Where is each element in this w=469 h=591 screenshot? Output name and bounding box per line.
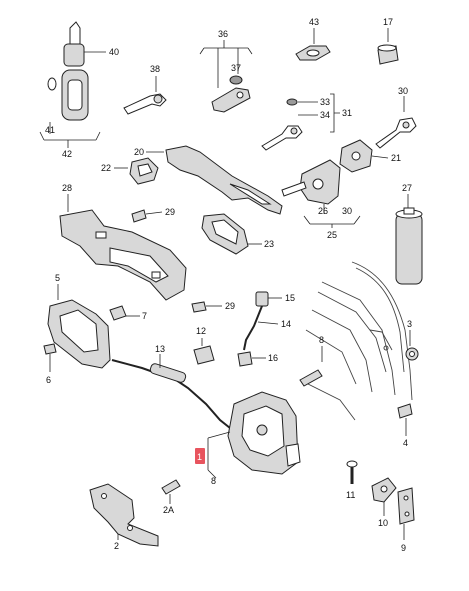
callout-17: 17	[383, 17, 393, 27]
callout-40: 40	[109, 47, 119, 57]
callout-7: 7	[142, 311, 147, 321]
screw-part-29-upper	[131, 209, 163, 223]
callout-22: 22	[101, 163, 111, 173]
spray-can-part-27	[395, 194, 423, 285]
bracket-part-2	[89, 483, 159, 547]
callout-25: 25	[327, 230, 337, 240]
bolt-part-11	[346, 460, 358, 484]
rod-assembly-parts-14-15-16	[237, 291, 282, 367]
key-fob-part-40	[63, 21, 106, 67]
inner-handle-part-5	[47, 284, 111, 369]
callout-3: 3	[407, 319, 412, 329]
callout-2: 2	[114, 541, 119, 551]
callout-36: 36	[218, 29, 228, 39]
callout-15: 15	[285, 293, 295, 303]
callout-34: 34	[320, 110, 330, 120]
handle-bezel-part-23	[201, 213, 262, 255]
lock-body-part-21	[339, 139, 389, 173]
callout-2a: 2A	[163, 505, 174, 515]
callout-29-upper: 29	[165, 207, 175, 217]
callout-23: 23	[264, 239, 274, 249]
callout-6: 6	[46, 375, 51, 385]
small-parts-33-34	[286, 93, 340, 133]
callout-12: 12	[196, 326, 206, 336]
callout-29-lower: 29	[225, 301, 235, 311]
callout-43: 43	[309, 17, 319, 27]
callout-41: 41	[45, 125, 55, 135]
callout-28: 28	[62, 183, 72, 193]
bezel-part-22	[114, 157, 159, 185]
plate-part-9	[397, 487, 415, 540]
callout-33: 33	[320, 97, 330, 107]
callout-13: 13	[155, 344, 165, 354]
striker-part-10	[371, 477, 397, 516]
lock-cylinder-part-37	[199, 40, 253, 113]
gasket-part-43	[295, 28, 331, 61]
callout-37: 37	[231, 63, 241, 73]
screw-part-29-lower	[191, 301, 222, 313]
cable-part-13	[111, 354, 231, 429]
key-part-38	[123, 76, 167, 115]
vehicle-door-frame-outline	[299, 261, 413, 421]
clip-part-12	[193, 338, 215, 365]
callout-9: 9	[401, 543, 406, 553]
callout-20: 20	[134, 147, 144, 157]
callout-31: 31	[342, 108, 352, 118]
callout-11: 11	[346, 490, 355, 500]
callout-8-lower: 8	[211, 476, 216, 486]
callout-8-upper: 8	[319, 335, 324, 345]
outer-handle-part-20	[146, 145, 283, 215]
callout-10: 10	[378, 518, 388, 528]
highlight-box	[195, 448, 205, 464]
callout-38: 38	[150, 64, 160, 74]
callout-labels: 40 41 42 38 36 37 43 17 33 34 31 30 20 2…	[45, 17, 412, 553]
callout-14: 14	[281, 319, 291, 329]
stud-part-2a	[161, 479, 181, 504]
callout-42: 42	[62, 149, 72, 159]
callout-26: 26	[318, 206, 328, 216]
bolt-part-8-upper	[299, 346, 323, 387]
callout-16: 16	[268, 353, 278, 363]
grommet-part-3	[405, 330, 419, 361]
callout-21: 21	[391, 153, 401, 163]
key-part-30	[375, 96, 417, 149]
callout-30-top: 30	[398, 86, 408, 96]
bolt-part-4	[397, 403, 413, 436]
door-lock-part-1	[207, 391, 301, 479]
cylinder-part-26	[281, 159, 361, 228]
callout-27: 27	[402, 183, 412, 193]
callout-30-mid: 30	[342, 206, 352, 216]
callout-1-highlight[interactable]: 1	[195, 448, 205, 464]
trim-part-28	[59, 194, 187, 301]
screw-part-6	[43, 343, 57, 372]
fob-housing-part-42	[39, 69, 101, 148]
cap-part-17	[377, 28, 399, 65]
callout-4: 4	[403, 438, 408, 448]
callout-1: 1	[197, 452, 202, 462]
key-part-31	[261, 125, 303, 151]
callout-5: 5	[55, 273, 60, 283]
clip-part-7	[109, 305, 140, 321]
